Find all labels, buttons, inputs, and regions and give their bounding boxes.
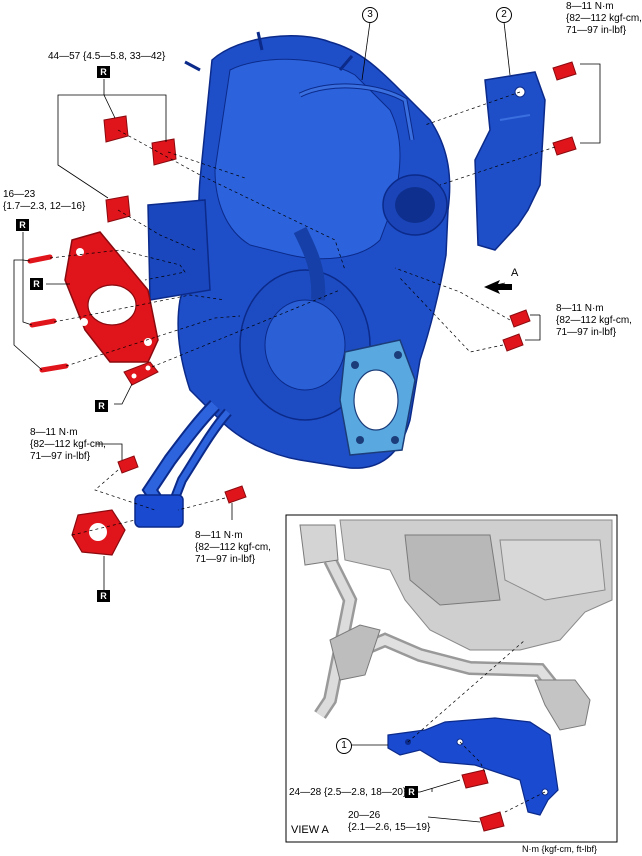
- assembly-dash-lines: [49, 91, 556, 536]
- engine-gray-background: [299, 519, 613, 731]
- leader-lines: [13, 21, 601, 590]
- torque-heat-shield-label-2: {82—112 kgf-cm,: [566, 13, 642, 24]
- torque-lower-left-label-1: 8—11 N·m: [30, 427, 78, 438]
- replace-mark-bracket-bolt: R: [405, 786, 418, 798]
- callout-3: 3: [362, 7, 378, 23]
- torque-heat-shield-label-1: 8—11 N·m: [566, 1, 614, 12]
- torque-lower-left-label-2: {82—112 kgf-cm,: [30, 439, 106, 450]
- torque-oil-bolts-label-3: 71—97 in-lbf}: [556, 327, 617, 338]
- replace-mark-studs: R: [16, 219, 29, 231]
- torque-lower-mid-label-3: 71—97 in-lbf}: [195, 554, 256, 565]
- torque-bracket-bolt-label: 24—28 {2.5—2.8, 18—20}: [289, 787, 407, 798]
- replace-mark-nuts: R: [97, 66, 110, 78]
- replace-mark-gasket: R: [30, 278, 43, 290]
- turbo-nuts: [103, 115, 177, 223]
- turbo-inlet-gasket: [64, 231, 159, 363]
- torque-nuts-label: 44—57 {4.5—5.8, 33—42}: [48, 51, 166, 62]
- torque-studs-label-1: 16—23: [3, 189, 36, 200]
- view-a-inset: [285, 514, 618, 843]
- oil-gasket-small: [123, 361, 159, 386]
- units-footer: N·m {kgf-cm, ft-lbf}: [522, 844, 598, 854]
- bracket-bolts: [461, 769, 505, 832]
- lower-oil-gasket: [71, 509, 126, 556]
- torque-bracket-bolt2-label-1: 20—26: [348, 810, 381, 821]
- torque-lower-mid-label-1: 8—11 N·m: [195, 530, 243, 541]
- torque-oil-bolts-label-1: 8—11 N·m: [556, 303, 604, 314]
- torque-bracket-bolt2-label-2: {2.1—2.6, 15—19}: [348, 822, 431, 833]
- replace-mark-small-gasket: R: [95, 400, 108, 412]
- callout-1: 1: [336, 738, 352, 754]
- turbocharger-assembly: [134, 31, 451, 528]
- replace-mark-lower-gasket: R: [97, 590, 110, 602]
- callout-2: 2: [496, 7, 512, 23]
- inset-dash-lines: [407, 639, 546, 813]
- view-a-arrow: [484, 280, 512, 294]
- heat-shield-bolts: [117, 61, 577, 504]
- gasket-studs: [27, 254, 69, 373]
- torque-lower-mid-label-2: {82—112 kgf-cm,: [195, 542, 271, 553]
- torque-studs-label-2: {1.7—2.3, 12—16}: [3, 201, 86, 212]
- torque-oil-bolts-label-2: {82—112 kgf-cm,: [556, 315, 632, 326]
- view-a-arrow-label: A: [511, 267, 519, 279]
- view-a-label: VIEW A: [291, 824, 329, 836]
- torque-heat-shield-label-3: 71—97 in-lbf}: [566, 25, 627, 36]
- torque-lower-left-label-3: 71—97 in-lbf}: [30, 451, 91, 462]
- heat-shield: [474, 71, 546, 251]
